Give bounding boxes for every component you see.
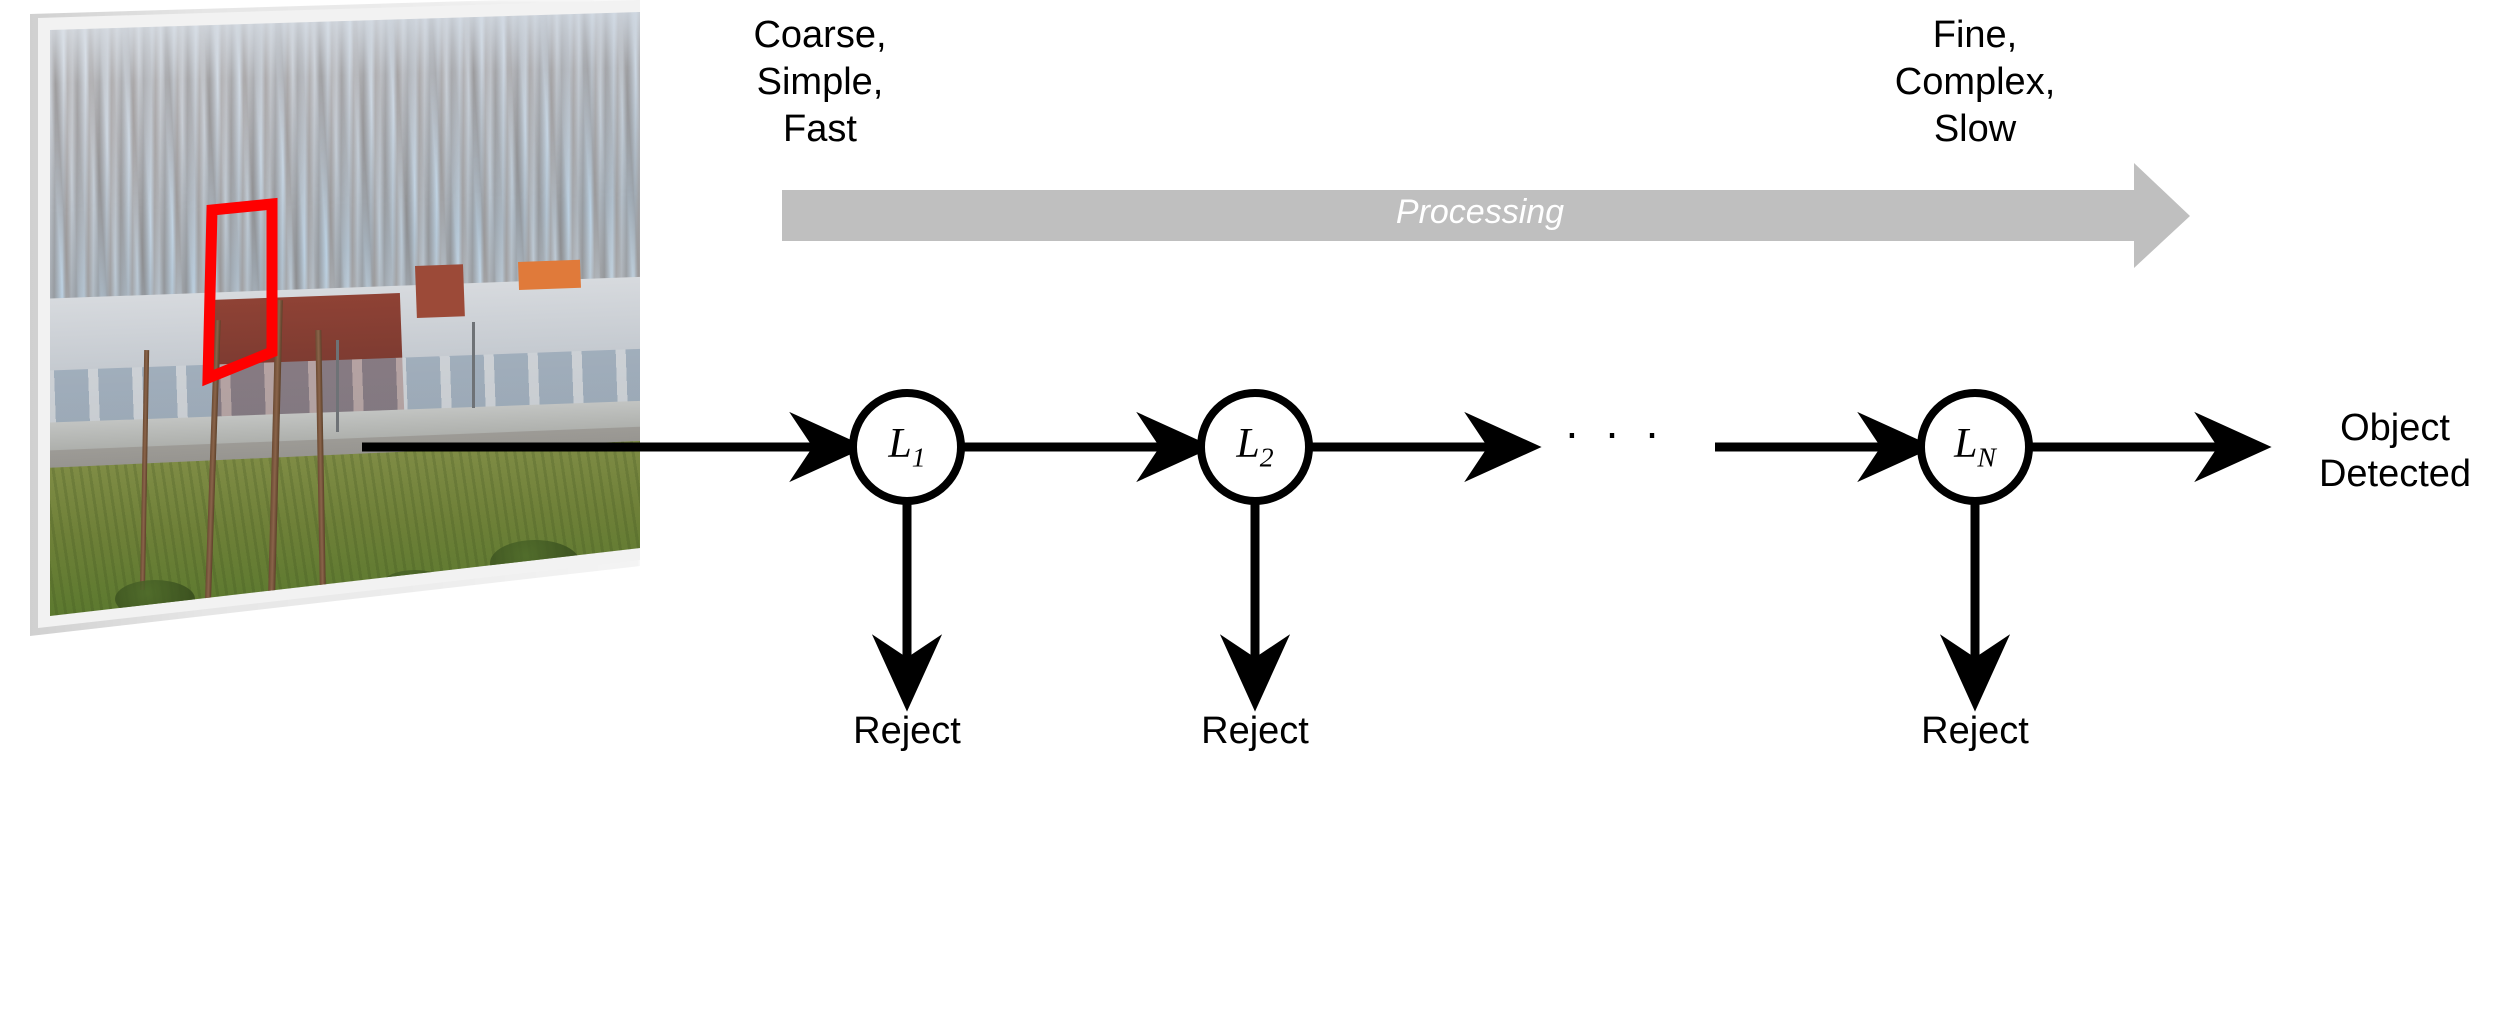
stage-1-reject-label: Reject — [853, 710, 961, 752]
axis-label-coarse: Coarse, Simple, Fast — [753, 14, 887, 150]
stage-node-n-label: LN — [1915, 420, 2035, 473]
stage-node-n — [1917, 389, 2033, 505]
stage-node-2-label: L2 — [1195, 420, 1315, 473]
stage-node-n-label-sub: N — [1977, 441, 1996, 473]
stage-node-2-label-sub: 2 — [1259, 441, 1274, 473]
stage-2-reject-label: Reject — [1201, 710, 1309, 752]
stage-node-n-label-base: L — [1954, 421, 1978, 467]
stage-node-1 — [849, 389, 965, 505]
stage-node-2 — [1197, 389, 1313, 505]
cascade-ellipsis: · · · — [1564, 406, 1666, 458]
stage-n-reject-label: Reject — [1921, 710, 2029, 752]
axis-label-fine: Fine, Complex, Slow — [1894, 14, 2056, 150]
photo-lamp-post — [472, 322, 475, 408]
stage-node-1-label-base: L — [888, 421, 912, 467]
output-label: Object Detected — [2318, 407, 2472, 495]
processing-band-label: Processing — [1395, 193, 1565, 231]
stage-node-1-label-sub: 1 — [911, 441, 926, 473]
photo-lamp-post — [336, 340, 339, 432]
stage-node-2-label-base: L — [1236, 421, 1260, 467]
input-image-panel — [20, 0, 640, 640]
stage-node-1-label: L1 — [847, 420, 967, 473]
